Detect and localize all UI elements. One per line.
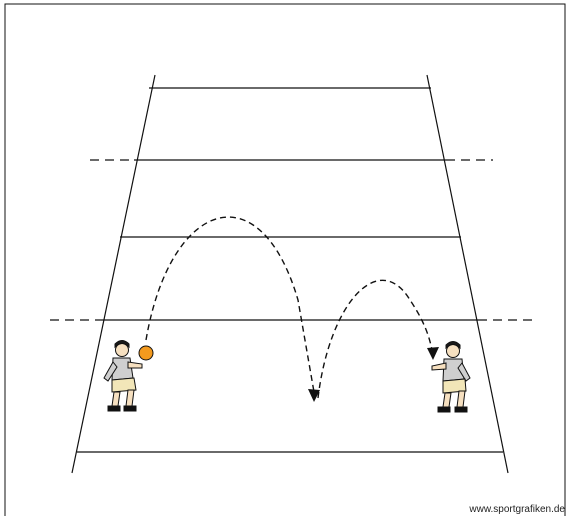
right-sideline <box>426 74 509 474</box>
arrowhead-receiver <box>427 347 439 360</box>
player-left-icon <box>103 340 143 412</box>
left-sideline <box>71 74 156 474</box>
ball-path-arc-1 <box>145 216 315 393</box>
ball-path-arc-2 <box>317 279 433 399</box>
frame-border <box>4 3 566 521</box>
volleyball-icon <box>138 345 154 361</box>
credit-text: www.sportgrafiken.de <box>469 504 565 515</box>
arrowhead-bounce <box>308 389 320 402</box>
player-right-icon <box>431 341 471 413</box>
